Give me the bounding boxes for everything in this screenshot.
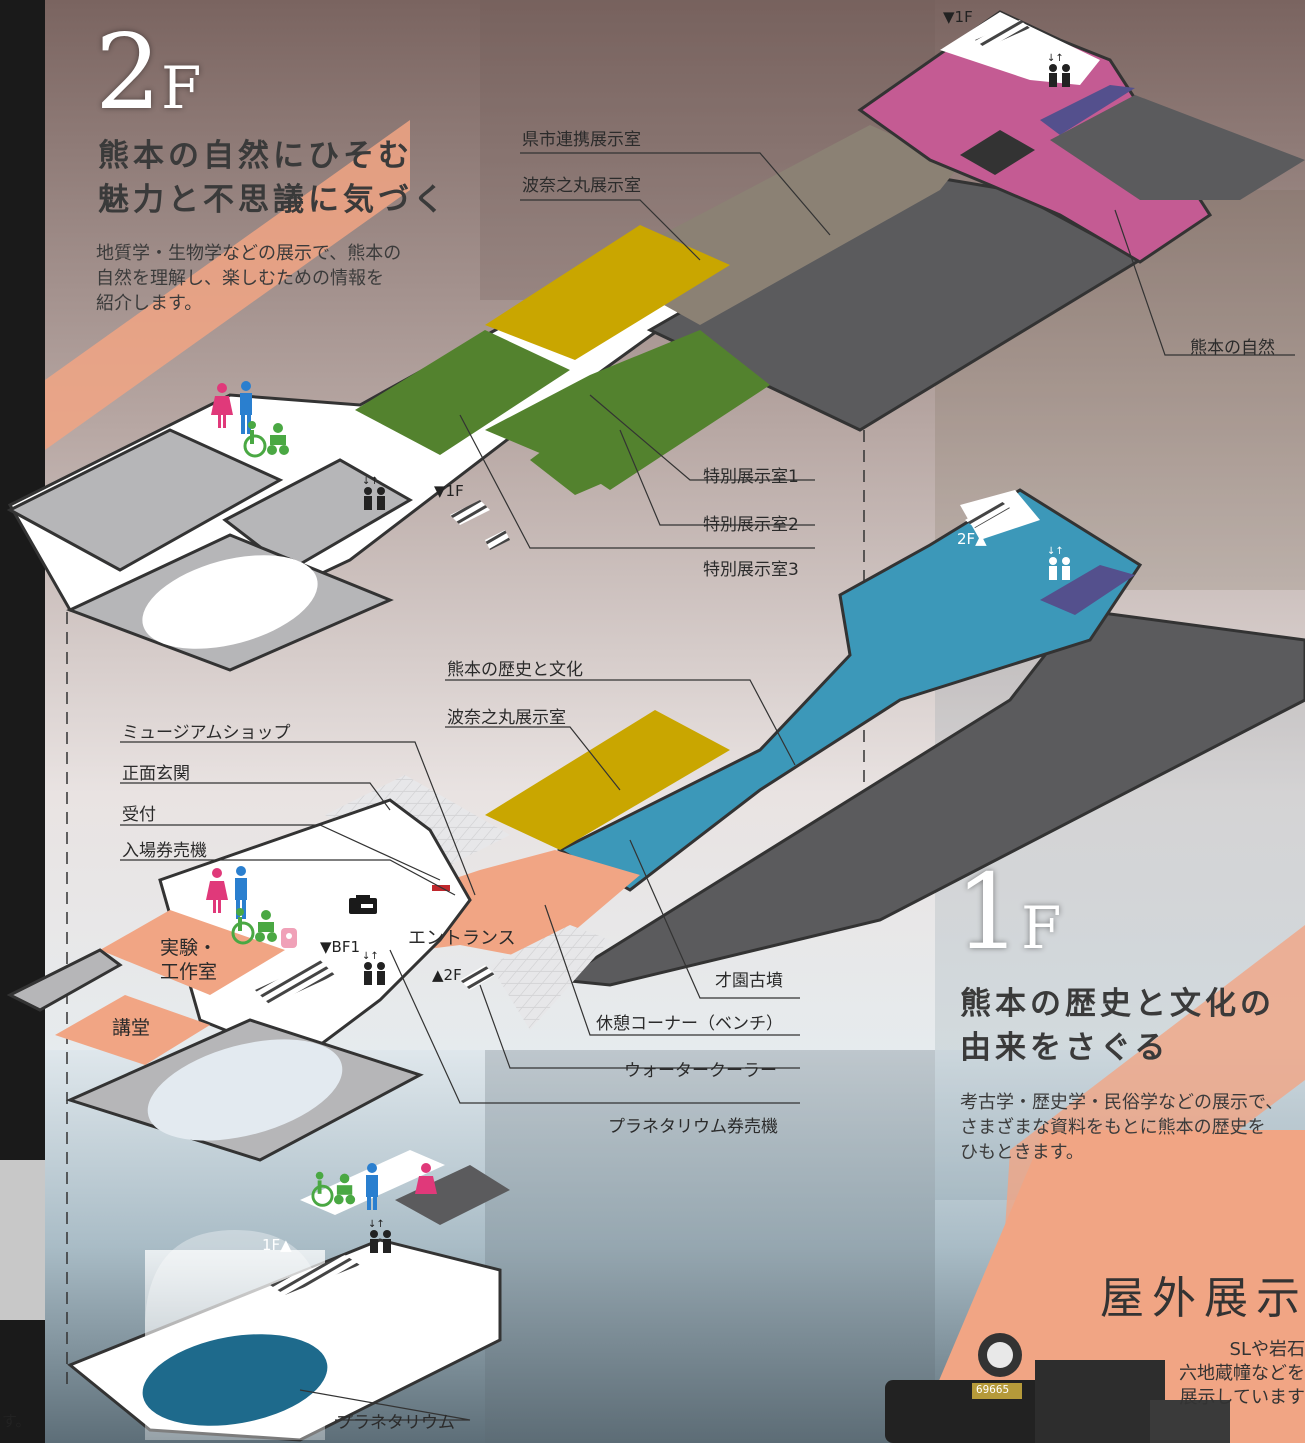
elevator-icon-1f-right: ↓↑ bbox=[1047, 546, 1070, 580]
svg-text:↓↑: ↓↑ bbox=[362, 951, 379, 962]
outdoor-exhibit-desc: SLや岩石 六地蔵幢などを 展示しています bbox=[1179, 1338, 1305, 1410]
floor-2f-headline: 熊本の自然にひそむ 魅力と不思議に気づく bbox=[98, 134, 448, 222]
svg-text:↓↑: ↓↑ bbox=[368, 1219, 385, 1230]
floor-2f-title: 2F bbox=[95, 20, 201, 124]
label-hanano-1f: 波奈之丸展示室 bbox=[447, 708, 566, 728]
label-special-2: 特別展示室2 bbox=[703, 515, 799, 535]
stair-marker-1f-top: 2F▲ bbox=[957, 530, 987, 548]
stair-marker-1f-2f: ▲2F bbox=[432, 966, 462, 984]
svg-text:↓↑: ↓↑ bbox=[362, 476, 379, 487]
elevator-icon-2f-top: ↓↑ bbox=[1047, 53, 1070, 87]
stair-marker-bf1-up: 1F▲ bbox=[262, 1236, 292, 1254]
floor-1f-headline-line2: 由来をさぐる bbox=[960, 1030, 1170, 1066]
outdoor-desc-line1: SLや岩石 bbox=[1229, 1339, 1305, 1360]
floor-1f-intro-line1: 考古学・歴史学・民俗学などの展示で、 bbox=[960, 1092, 1284, 1113]
label-special-3: 特別展示室3 bbox=[703, 560, 799, 580]
svg-text:↓↑: ↓↑ bbox=[1047, 546, 1064, 557]
floor-1f-intro-line2: さまざまな資料をもとに熊本の歴史を bbox=[960, 1117, 1266, 1138]
label-front-entrance: 正面玄関 bbox=[122, 764, 190, 784]
floor-2f-headline-line2: 魅力と不思議に気づく bbox=[98, 182, 448, 218]
floor-2f-intro-line1: 地質学・生物学などの展示で、熊本の bbox=[96, 243, 402, 264]
label-auditorium: 講堂 bbox=[112, 1017, 151, 1039]
floor-1f-title: 1F bbox=[955, 860, 1061, 964]
label-kumamoto-nature: 熊本の自然 bbox=[1190, 338, 1275, 358]
floor-2f-plan bbox=[6, 10, 1305, 672]
label-kenshi-renkei: 県市連携展示室 bbox=[522, 130, 641, 150]
label-kumamoto-history: 熊本の歴史と文化 bbox=[447, 660, 583, 680]
label-hanano-2f: 波奈之丸展示室 bbox=[522, 176, 641, 196]
elevator-icon: ↓↑ bbox=[362, 476, 385, 510]
sl-locomotive-illustration bbox=[885, 1333, 1230, 1443]
label-lab-room: 実験・ 工作室 bbox=[160, 936, 217, 984]
left-edge-fragment: す。 bbox=[2, 1412, 31, 1430]
floor-bf1-plan bbox=[67, 1150, 510, 1442]
label-reception: 受付 bbox=[122, 805, 156, 825]
sl-number-plate: 69665 bbox=[976, 1383, 1010, 1396]
accessible-icon-1f bbox=[231, 908, 277, 945]
elevator-icon-1f: ↓↑ bbox=[362, 951, 385, 985]
outdoor-desc-line2: 六地蔵幢などを bbox=[1179, 1363, 1305, 1384]
floor-1f-intro: 考古学・歴史学・民俗学などの展示で、 さまざまな資料をもとに熊本の歴史を ひもと… bbox=[960, 1090, 1305, 1165]
nursing-room-icon bbox=[281, 928, 297, 948]
label-planetarium-ticket: プラネタリウム券売機 bbox=[608, 1117, 778, 1137]
floor-1f-headline-line1: 熊本の歴史と文化の bbox=[960, 986, 1275, 1022]
floor-2f-intro-line3: 紹介します。 bbox=[96, 293, 203, 314]
label-saizono-tomb: 才園古墳 bbox=[715, 971, 783, 991]
floor-2f-intro-line2: 自然を理解し、楽しむための情報を bbox=[96, 268, 384, 289]
label-rest-corner: 休憩コーナー（ベンチ） bbox=[596, 1014, 783, 1034]
outdoor-exhibit-title: 屋外展示 bbox=[1100, 1273, 1305, 1324]
floor-2f-number: 2 bbox=[95, 11, 162, 133]
stair-marker-2f-mid: ▼1F bbox=[434, 482, 464, 500]
locker-icon bbox=[349, 895, 377, 914]
label-planetarium: プラネタリウム bbox=[336, 1413, 455, 1433]
floor-1f-number: 1 bbox=[955, 851, 1022, 973]
floor-2f-intro: 地質学・生物学などの展示で、熊本の 自然を理解し、楽しむための情報を 紹介します… bbox=[96, 241, 401, 316]
label-entrance: エントランス bbox=[408, 928, 516, 949]
outdoor-desc-line3: 展示しています bbox=[1179, 1387, 1305, 1408]
restroom-icon-bf1 bbox=[366, 1163, 437, 1210]
stair-marker-bf1: ▼BF1 bbox=[320, 938, 360, 956]
accessible-icon-bf1 bbox=[311, 1171, 356, 1207]
floor-1f-intro-line3: ひもときます。 bbox=[960, 1142, 1084, 1163]
floor-1f-suffix: F bbox=[1021, 894, 1062, 962]
label-ticket-machine: 入場券売機 bbox=[122, 841, 207, 861]
floor-1f-headline: 熊本の歴史と文化の 由来をさぐる bbox=[960, 982, 1275, 1070]
floor-1f-plan bbox=[6, 488, 1305, 1162]
svg-text:↓↑: ↓↑ bbox=[1047, 53, 1064, 64]
label-lab-line1: 実験・ bbox=[160, 937, 218, 959]
stair-marker-2f-top: ▼1F bbox=[943, 8, 973, 26]
label-water-cooler: ウォータークーラー bbox=[624, 1061, 777, 1081]
elevator-icon-bf1: ↓↑ bbox=[368, 1219, 391, 1253]
label-special-1: 特別展示室1 bbox=[703, 467, 799, 487]
label-museum-shop: ミュージアムショップ bbox=[122, 723, 291, 743]
floor-2f-headline-line1: 熊本の自然にひそむ bbox=[98, 138, 413, 174]
label-lab-line2: 工作室 bbox=[160, 961, 218, 983]
accessible-icon bbox=[243, 421, 289, 458]
floor-2f-suffix: F bbox=[161, 54, 202, 122]
